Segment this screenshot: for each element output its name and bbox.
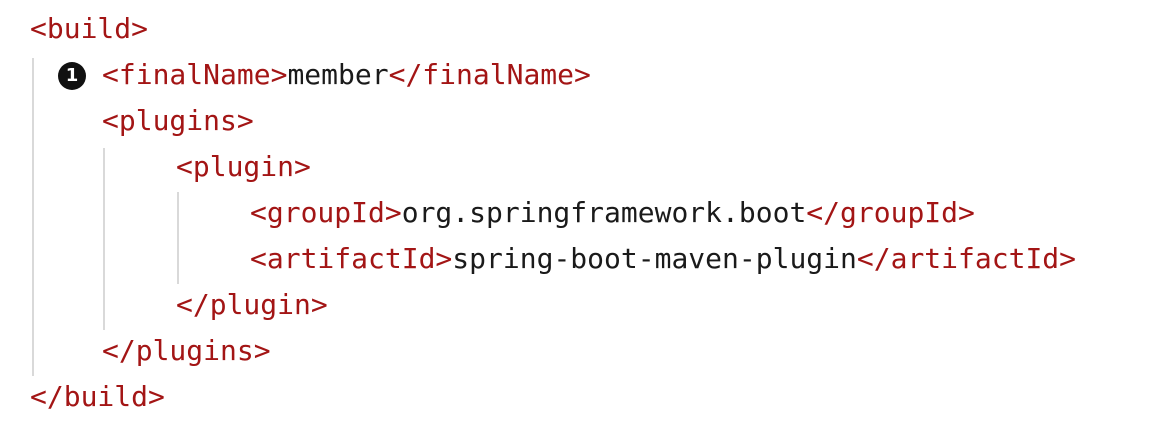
code-line-groupid: <groupId>org.springframework.boot</group… (250, 190, 975, 236)
indent-guide-build (32, 58, 34, 376)
plugins-open-tag: <plugins> (102, 104, 254, 137)
groupid-close-tag: </groupId> (806, 196, 975, 229)
build-open-tag: <build> (30, 12, 149, 45)
code-line-artifactid: <artifactId>spring-boot-maven-plugin</ar… (250, 236, 1076, 282)
artifactid-open-tag: <artifactId> (250, 242, 453, 275)
artifactid-value: spring-boot-maven-plugin (452, 242, 857, 275)
code-line-plugin-open: <plugin> (176, 144, 311, 190)
code-line-build-open: <build> (30, 6, 148, 52)
code-line-build-close: </build> (30, 374, 165, 420)
groupid-open-tag: <groupId> (250, 196, 402, 229)
plugins-close-tag: </plugins> (102, 334, 271, 367)
indent-guide-plugins (103, 148, 105, 330)
build-close-tag: </build> (30, 380, 165, 413)
code-line-plugins-close: </plugins> (102, 328, 271, 374)
plugin-open-tag: <plugin> (176, 150, 311, 183)
code-line-finalname: <finalName>member</finalName> (102, 52, 591, 98)
code-line-plugins-open: <plugins> (102, 98, 254, 144)
finalname-close-tag: </finalName> (388, 58, 591, 91)
indent-guide-plugin (177, 192, 179, 284)
code-line-plugin-close: </plugin> (176, 282, 328, 328)
groupid-value: org.springframework.boot (401, 196, 807, 229)
finalname-open-tag: <finalName> (102, 58, 288, 91)
callout-number-icon: 1 (58, 62, 86, 90)
artifactid-close-tag: </artifactId> (856, 242, 1077, 275)
plugin-close-tag: </plugin> (176, 288, 328, 321)
finalname-value: member (287, 58, 389, 91)
